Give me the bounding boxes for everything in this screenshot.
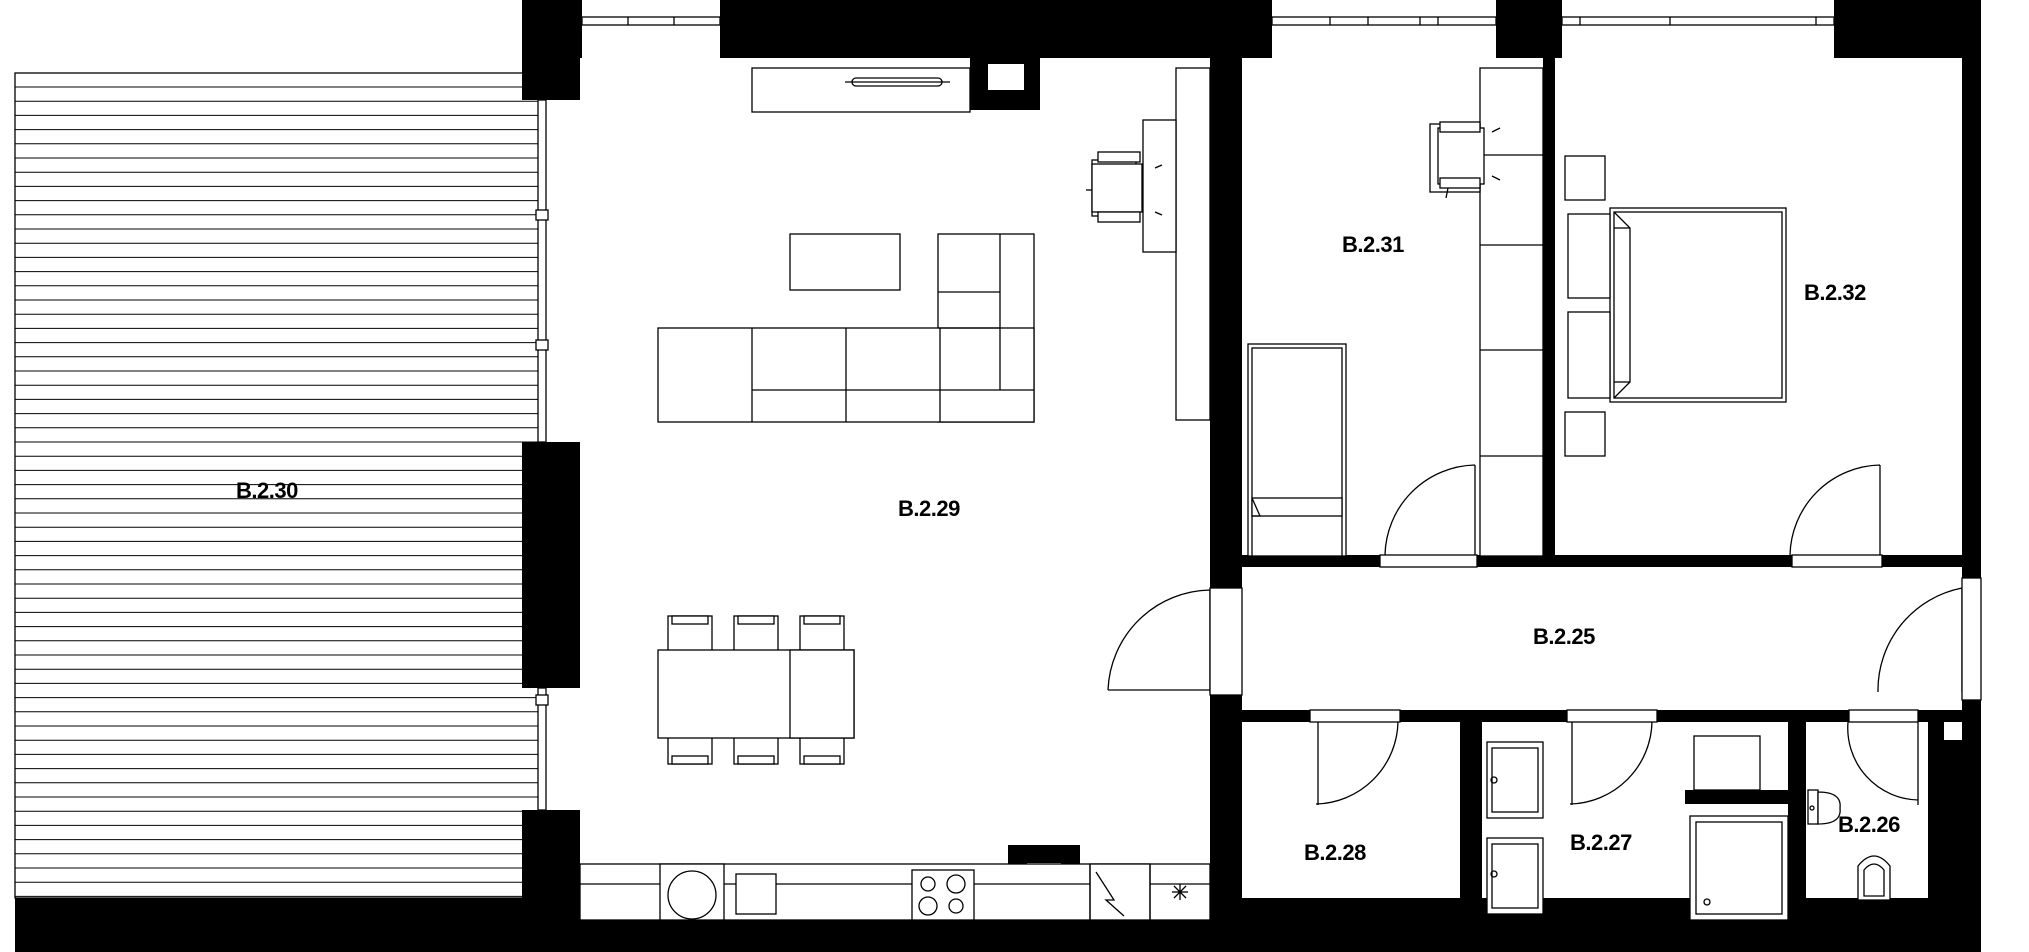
doors	[1107, 464, 1982, 805]
dining-table	[657, 615, 855, 765]
coffee-table	[789, 233, 901, 291]
label-b227: B.2.27	[1570, 830, 1632, 855]
wardrobe-b231	[1479, 67, 1544, 557]
bed-b231	[1247, 343, 1347, 557]
dining-table-leaf	[789, 649, 855, 739]
wc-fixtures	[1807, 789, 1891, 901]
label-b230: B.2.30	[236, 478, 298, 503]
label-b228: B.2.28	[1304, 840, 1366, 865]
label-b232: B.2.32	[1804, 280, 1866, 305]
room-labels: B.2.30 B.2.29 B.2.31 B.2.32 B.2.25 B.2.2…	[236, 232, 1901, 865]
dining-chair-back	[803, 615, 841, 625]
dining-chair-back	[737, 615, 775, 625]
wall-openings	[988, 64, 1061, 920]
label-b231: B.2.31	[1342, 232, 1404, 257]
sectional-sofa	[657, 233, 1035, 423]
bed-b232	[1564, 155, 1787, 457]
dining-chair-back	[803, 755, 841, 765]
walls	[15, 0, 1981, 952]
tv-sideboard	[751, 67, 971, 113]
bathroom-fixtures	[1486, 735, 1789, 921]
terrace-decking	[14, 72, 544, 899]
windows	[535, 16, 1835, 811]
dining-chair-back	[671, 755, 709, 765]
desk-chair-b231	[1429, 121, 1501, 199]
label-b225: B.2.25	[1533, 624, 1595, 649]
label-b226: B.2.26	[1838, 812, 1900, 837]
dining-chair-back	[671, 615, 709, 625]
label-b229: B.2.29	[898, 496, 960, 521]
desk-chair-living	[1086, 67, 1211, 421]
kitchen-counter	[579, 863, 1211, 921]
dining-chair-back	[737, 755, 775, 765]
